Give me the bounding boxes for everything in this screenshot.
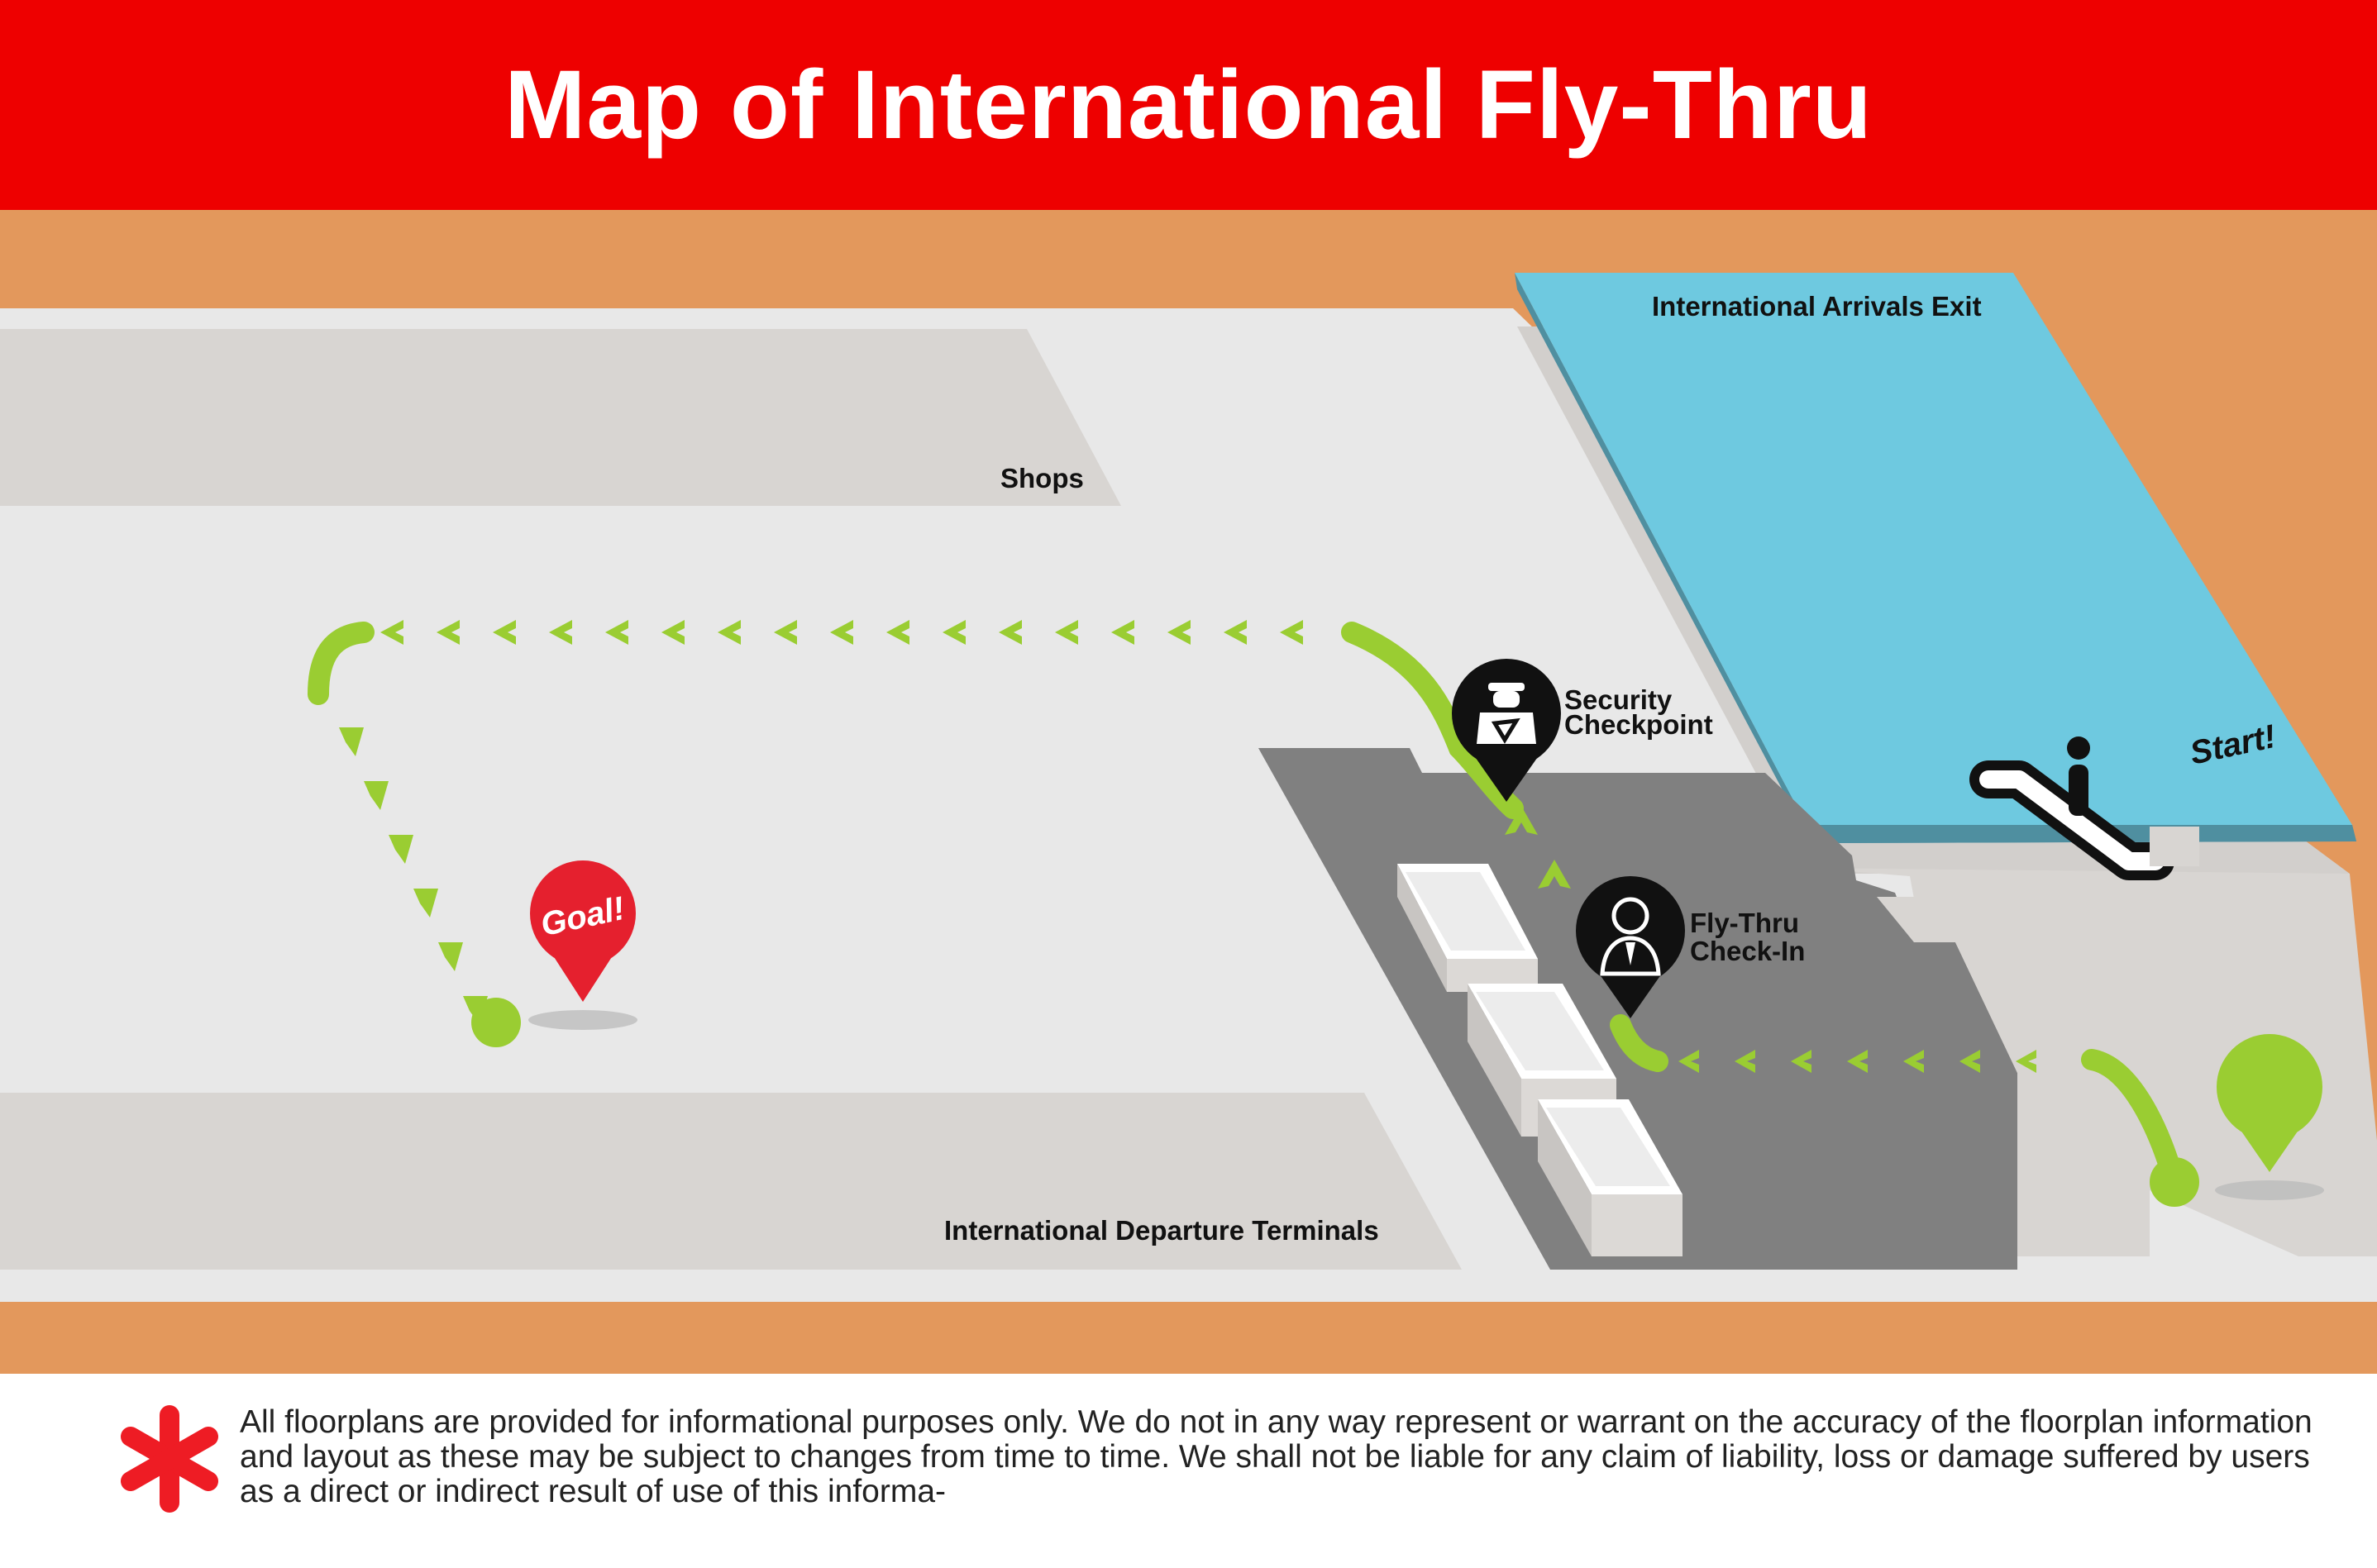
page-title: Map of International Fly-Thru (504, 50, 1873, 160)
fly-thru-check-in-pin (1576, 876, 1685, 1018)
departure-terminals-area (0, 1093, 1462, 1270)
arrivals-exit-area (1515, 273, 2352, 825)
shops-label: Shops (1000, 463, 1084, 493)
corridor-right (1877, 897, 2150, 1256)
arrivals-exit-label: International Arrivals Exit (1652, 291, 1982, 322)
check-in-label-line2: Check-In (1690, 936, 1805, 966)
route-arrows-middle (1505, 806, 1571, 889)
check-in-staff-icon (1600, 897, 1661, 976)
person-icon (2067, 736, 2090, 816)
route-arrows-lower (1678, 1050, 2036, 1073)
route-arrows-upper (380, 620, 1303, 645)
shops-area (0, 329, 1121, 506)
goal-dot (471, 998, 521, 1047)
asterisk-icon (121, 1405, 218, 1513)
security-label-line1: Security (1564, 684, 1673, 715)
security-checkpoint-pin (1452, 659, 1561, 802)
goal-pin: Goal! (528, 860, 637, 1030)
security-label-line2: Checkpoint (1564, 709, 1713, 740)
security-officer-icon (1477, 683, 1536, 744)
check-in-label-line1: Fly-Thru (1690, 908, 1799, 938)
check-in-counters (1397, 864, 1683, 1256)
start-dot (2150, 1157, 2199, 1207)
disclaimer-text: All floorplans are provided for informat… (240, 1404, 2313, 1509)
departure-terminals-label: International Departure Terminals (944, 1215, 1379, 1246)
header-bar (0, 0, 2377, 210)
route-path (308, 620, 2199, 1207)
escalator-icon (1969, 760, 2199, 880)
